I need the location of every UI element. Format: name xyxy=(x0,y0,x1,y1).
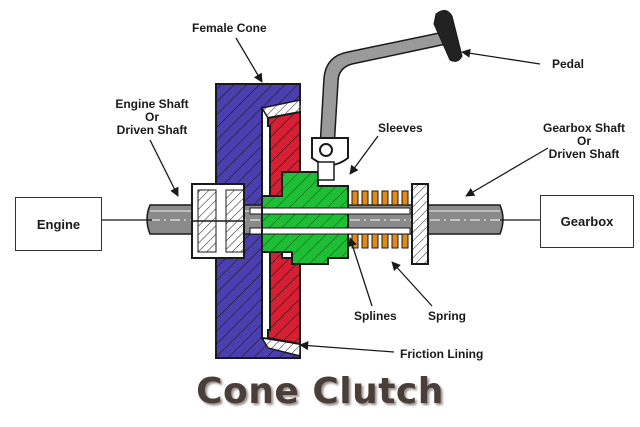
label-gearbox-shaft: Gearbox Shaft Or Driven Shaft xyxy=(534,122,634,161)
flange-coupling xyxy=(191,183,245,259)
pedal-lever xyxy=(311,10,463,181)
engine-box: Engine xyxy=(15,197,102,251)
gearbox-box: Gearbox xyxy=(540,195,634,248)
male-cone xyxy=(267,110,301,346)
leader-lines xyxy=(100,37,549,353)
label-gearbox-shaft-line2: Or xyxy=(576,134,591,148)
label-pedal: Pedal xyxy=(552,57,585,71)
label-friction-lining: Friction Lining xyxy=(400,347,484,361)
label-engine-shaft-line1: Engine Shaft xyxy=(115,97,189,111)
spring xyxy=(351,190,409,249)
label-spring: Spring xyxy=(428,309,466,323)
diagram-title: Cone Clutch xyxy=(196,371,444,412)
label-sleeves: Sleeves xyxy=(378,121,423,135)
label-gearbox-shaft-line3: Driven Shaft xyxy=(548,147,620,161)
label-splines: Splines xyxy=(354,309,397,323)
label-engine-shaft-line3: Driven Shaft xyxy=(116,123,188,137)
label-engine-shaft-line2: Or xyxy=(144,110,159,124)
label-gearbox-shaft-line1: Gearbox Shaft xyxy=(542,121,626,135)
label-female-cone: Female Cone xyxy=(192,21,267,35)
label-engine-shaft: Engine Shaft Or Driven Shaft xyxy=(106,98,198,137)
sleeve xyxy=(249,171,411,265)
spring-collar xyxy=(411,183,429,265)
